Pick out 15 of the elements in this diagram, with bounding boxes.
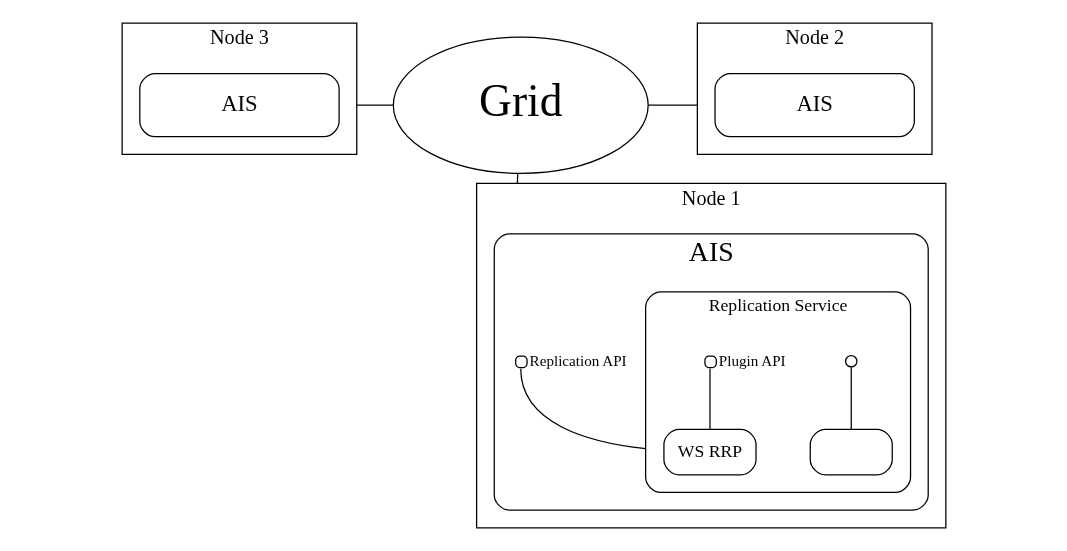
connector [519,368,646,450]
connector [708,368,711,430]
node-ellipse: Grid [392,36,649,174]
node-box [809,428,893,476]
node-box: WS RRP [662,428,757,476]
connector [850,366,852,430]
node-circle [703,355,717,369]
connector [647,104,698,106]
node-label: Plugin API [718,352,786,369]
node-label: Replication API [529,352,627,369]
node-box: AIS [713,73,915,138]
connector [355,104,394,106]
node-box: AIS [138,73,340,138]
node-circle [514,355,528,369]
node-circle [844,354,858,368]
